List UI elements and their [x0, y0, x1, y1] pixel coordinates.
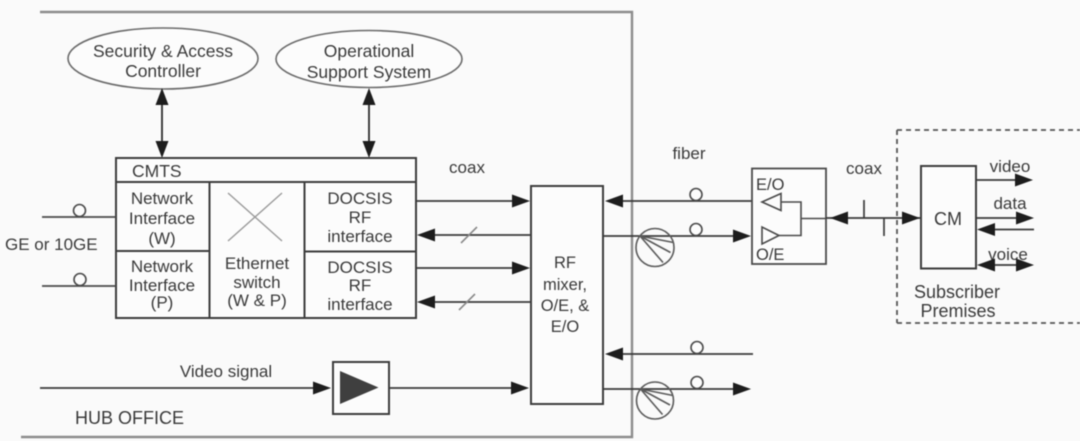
svg-text:data: data [993, 194, 1027, 213]
svg-text:fiber: fiber [672, 144, 705, 163]
svg-text:Network: Network [131, 257, 194, 276]
svg-text:Subscriber: Subscriber [914, 282, 1000, 302]
svg-text:interface: interface [327, 227, 392, 246]
svg-text:coax: coax [846, 159, 882, 178]
svg-text:RF: RF [349, 276, 372, 295]
svg-text:DOCSIS: DOCSIS [327, 258, 392, 277]
svg-text:Interface: Interface [129, 209, 195, 228]
svg-text:Premises: Premises [920, 301, 995, 321]
svg-text:Controller: Controller [125, 61, 201, 81]
svg-text:coax: coax [449, 158, 485, 177]
svg-text:switch: switch [233, 273, 280, 292]
svg-text:HUB OFFICE: HUB OFFICE [75, 408, 184, 428]
svg-text:Support System: Support System [307, 62, 432, 82]
svg-text:RF: RF [554, 254, 576, 272]
svg-text:Security & Access: Security & Access [93, 41, 233, 61]
svg-text:Operational: Operational [324, 41, 414, 61]
svg-text:O/E: O/E [756, 246, 784, 264]
svg-text:Network: Network [131, 189, 194, 208]
svg-text:GE or 10GE: GE or 10GE [5, 235, 98, 254]
svg-text:(P): (P) [151, 293, 174, 312]
svg-text:(W): (W) [148, 229, 175, 248]
svg-text:CM: CM [934, 209, 962, 229]
svg-text:(W & P): (W & P) [227, 291, 287, 310]
svg-text:Ethernet: Ethernet [225, 254, 290, 273]
svg-text:O/E, &: O/E, & [541, 297, 590, 315]
svg-text:Interface: Interface [129, 276, 195, 295]
svg-text:RF: RF [349, 208, 372, 227]
svg-text:interface: interface [327, 295, 392, 314]
svg-text:Video signal: Video signal [180, 362, 272, 381]
svg-text:E/O: E/O [756, 176, 785, 194]
svg-text:mixer,: mixer, [543, 276, 587, 294]
svg-text:DOCSIS: DOCSIS [327, 189, 392, 208]
svg-text:E/O: E/O [551, 318, 580, 336]
svg-text:video: video [990, 157, 1031, 176]
svg-text:CMTS: CMTS [132, 161, 182, 181]
